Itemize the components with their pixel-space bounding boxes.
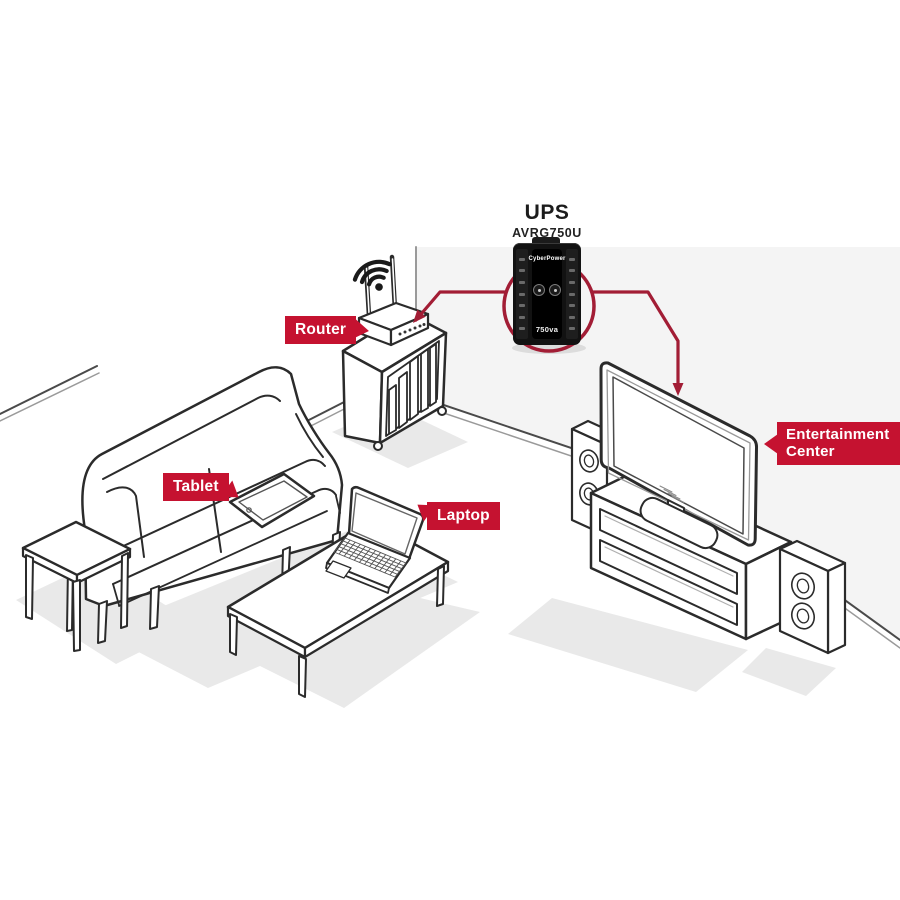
tablet-device xyxy=(228,472,316,529)
label-tablet: Tablet xyxy=(163,473,245,506)
ups-front-panel: CyberPower 750va xyxy=(529,249,565,339)
label-entertainment-center-text: Entertainment Center xyxy=(786,426,890,460)
ups-model-text: AVRG750U xyxy=(512,226,582,240)
ups-power-button-icon xyxy=(533,284,545,296)
tv-stand-base xyxy=(639,496,719,550)
books xyxy=(388,343,437,435)
label-router-pointer xyxy=(352,319,371,341)
connection-line-entertainment xyxy=(590,290,680,392)
label-entertainment-center-pointer xyxy=(764,433,778,454)
label-entertainment-center: Entertainment Center xyxy=(764,422,900,465)
ups-handle xyxy=(532,237,560,247)
label-tablet-text: Tablet xyxy=(173,478,219,495)
tablet-home-button xyxy=(246,507,252,513)
laptop-keyboard xyxy=(334,538,406,577)
label-laptop: Laptop xyxy=(411,496,500,530)
wifi-icon xyxy=(352,259,392,291)
ups-device: CyberPower 750va xyxy=(513,237,581,345)
label-laptop-text: Laptop xyxy=(437,507,490,524)
laptop-touchpad xyxy=(325,560,352,579)
connection-graphics xyxy=(413,259,684,396)
connection-line-router xyxy=(414,290,508,322)
connection-arrow-icon xyxy=(413,309,426,323)
tv-grille xyxy=(659,485,685,503)
laptop-device xyxy=(325,485,423,594)
label-router-text: Router xyxy=(295,321,347,338)
router-device xyxy=(357,254,430,347)
router-leds xyxy=(398,323,426,336)
connection-arrow-icon xyxy=(672,383,684,396)
ups-callout-title: UPS AVRG750U xyxy=(485,201,609,240)
side-table xyxy=(21,520,132,652)
ups-mute-button-icon xyxy=(549,284,561,296)
ups-body: CyberPower 750va xyxy=(513,243,581,345)
ups-outlet-column-left xyxy=(516,249,528,339)
right-speaker xyxy=(778,539,847,655)
ups-capacity-text: 750va xyxy=(535,325,559,334)
label-router: Router xyxy=(285,316,371,344)
ups-title-text: UPS xyxy=(524,201,570,224)
ups-outlet-column-right xyxy=(566,249,578,339)
tv xyxy=(599,361,759,550)
ups-brand-text: CyberPower xyxy=(528,256,566,262)
